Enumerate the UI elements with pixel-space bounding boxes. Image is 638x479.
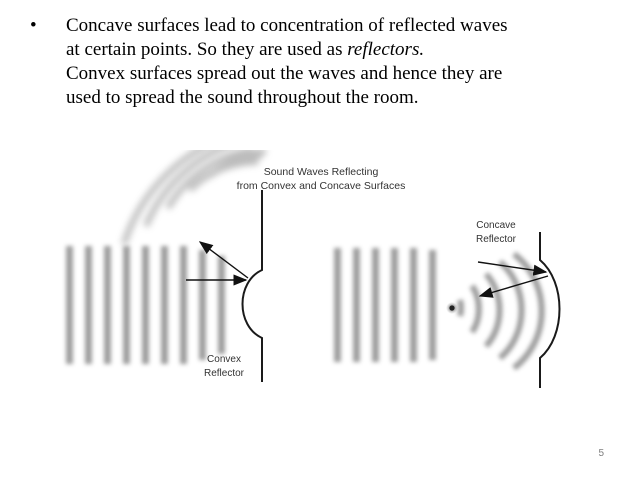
bullet-marker: • [30, 15, 37, 36]
convex-reflected-waves [121, 150, 267, 245]
convex-incident-waves [66, 246, 225, 364]
diagram-title-line-1: Sound Waves Reflecting [264, 166, 379, 178]
concave-reflected-arrow [478, 275, 549, 298]
bullet-text: Concave surfaces lead to concentration o… [66, 14, 626, 110]
diagram-title-line-2: from Convex and Concave Surfaces [237, 180, 406, 192]
convex-label-line-2: Reflector [204, 368, 245, 379]
concave-label-line-2: Reflector [476, 234, 517, 245]
concave-reflector-wall [539, 232, 561, 388]
page-number: 5 [598, 448, 604, 459]
bullet-line-2-text: at certain points. So they are used as [66, 39, 348, 60]
reflectors-emphasis: reflectors. [347, 39, 425, 60]
convex-label-line-1: Convex [207, 354, 241, 365]
convex-reflector-wall [241, 190, 263, 382]
concave-reflected-waves [457, 251, 545, 371]
reflection-diagram: Sound Waves Reflecting from Convex and C… [40, 150, 600, 412]
concave-label-line-1: Concave [476, 220, 516, 231]
concave-focus-dot [449, 305, 455, 311]
convex-reflected-arrow [198, 241, 249, 279]
bullet-line-3: Convex surfaces spread out the waves and… [66, 63, 503, 84]
concave-incident-waves [334, 248, 436, 362]
concave-incident-arrow [477, 261, 548, 276]
bullet-line-4: used to spread the sound throughout the … [66, 87, 419, 108]
bullet-line-2: at certain points. So they are used as r… [66, 38, 626, 62]
reflection-diagram-svg: Sound Waves Reflecting from Convex and C… [66, 150, 561, 388]
bullet-line-1: Concave surfaces lead to concentration o… [66, 15, 508, 36]
